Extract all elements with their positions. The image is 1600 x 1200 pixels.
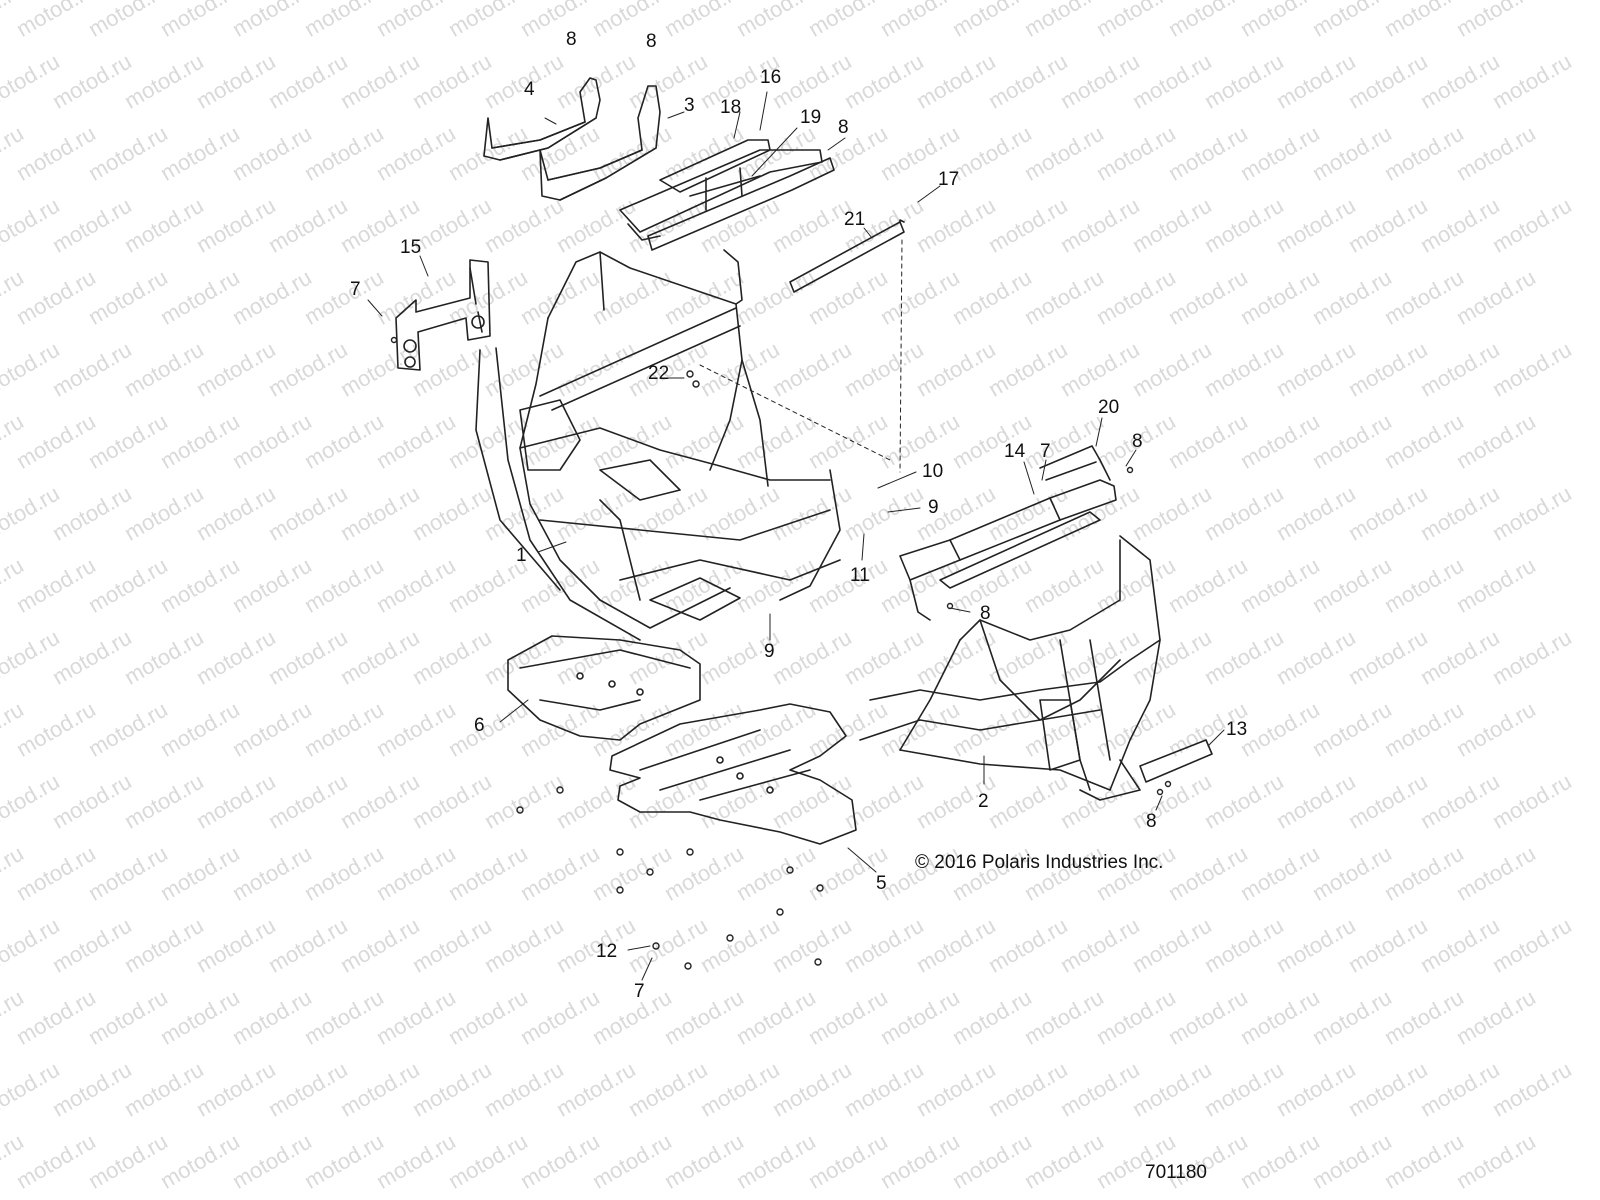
callout-7: 7 <box>634 981 645 1002</box>
callout-8: 8 <box>838 117 849 138</box>
callout-5: 5 <box>876 873 887 894</box>
callout-22: 22 <box>648 363 670 384</box>
callout-13: 13 <box>1226 719 1248 740</box>
callout-21: 21 <box>844 209 866 230</box>
callout-14: 14 <box>1004 441 1026 462</box>
callout-18: 18 <box>720 97 742 118</box>
seat-bracket-right <box>539 85 661 201</box>
front-plate <box>1139 739 1213 783</box>
callout-8: 8 <box>566 29 577 50</box>
callout-7: 7 <box>1040 441 1051 462</box>
callout-19: 19 <box>800 107 822 128</box>
callout-15: 15 <box>400 237 422 258</box>
seat-bracket-left <box>483 77 601 161</box>
callout-10: 10 <box>922 461 944 482</box>
copyright-notice: © 2016 Polaris Industries Inc. <box>915 852 1164 873</box>
seat-base-frame <box>619 139 835 251</box>
callout-9: 9 <box>928 497 939 518</box>
callout-12: 12 <box>596 941 618 962</box>
callout-8: 8 <box>1132 431 1143 452</box>
callout-6: 6 <box>474 715 485 736</box>
callout-3: 3 <box>684 95 695 116</box>
leader-lines <box>367 91 1225 981</box>
callout-8: 8 <box>646 31 657 52</box>
callout-4: 4 <box>524 79 535 100</box>
callout-7: 7 <box>350 279 361 300</box>
fasteners <box>390 336 1172 970</box>
callout-1: 1 <box>516 545 527 566</box>
diagram-number: 701180 <box>1145 1162 1207 1183</box>
callout-8: 8 <box>1146 811 1157 832</box>
callout-16: 16 <box>760 67 782 88</box>
rear-bulkhead-panel <box>395 259 491 371</box>
callout-2: 2 <box>978 791 989 812</box>
callout-17: 17 <box>938 169 960 190</box>
front-skid-plate <box>609 703 857 845</box>
callout-11: 11 <box>850 565 870 586</box>
rear-skid-plate <box>507 635 701 741</box>
front-frame <box>859 535 1161 801</box>
callout-8: 8 <box>980 603 991 624</box>
crossbar <box>699 219 905 473</box>
main-frame <box>475 249 841 641</box>
callout-20: 20 <box>1098 397 1120 418</box>
callout-9: 9 <box>764 641 775 662</box>
front-support-frame <box>899 445 1117 621</box>
